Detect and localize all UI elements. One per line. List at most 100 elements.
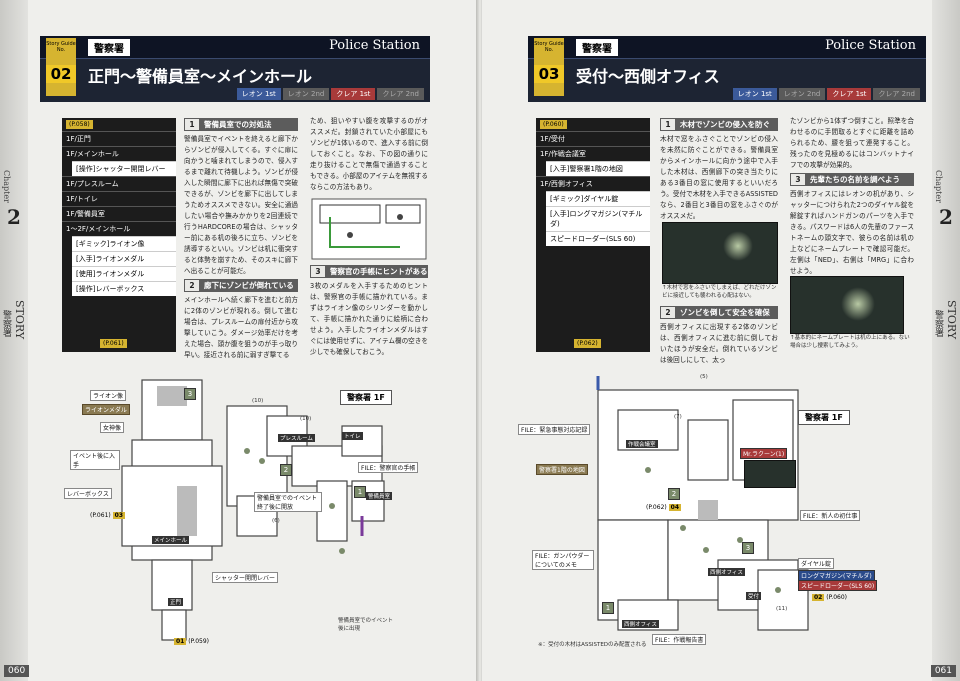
scenario-tags: レオン 1st レオン 2nd クレア 1st クレア 2nd [732,88,920,100]
map-label-item: ライオンメダル [82,404,130,415]
map-label-item: 警察署1階の地図 [536,464,588,475]
flow-substep: [入手]ロングマガジン(マチルダ) [546,206,650,231]
flow-step: 1F/西側オフィス [536,176,650,191]
flow-top-ref: (P.060) [540,120,567,129]
flow-step: 1F/警備員室 [62,206,176,221]
tag-leon-2nd: レオン 2nd [282,88,330,100]
screenshot-image [790,276,904,334]
map-drawing [596,376,809,631]
story-guide-badge: Story Guide No. 03 [534,38,564,96]
section-name: 警察署 [576,39,618,56]
map-label: レバーボックス [64,488,112,499]
map-marker-2: 2 [280,464,292,476]
room-label: 作戦会議室 [626,440,658,448]
map-marker-1: 1 [602,602,614,614]
mr-raccoon-image [744,460,796,488]
section-body: 3枚のメダルを入手するためのヒントは、警察官の手帳に描かれている。まずはライオン… [310,282,428,356]
flow-step: 1F/作戦会議室 [536,146,650,161]
map-label: FILE：緊急事態対応記録 [518,424,591,435]
tag-claire-1st: クレア 1st [331,88,376,100]
chapter-marker: Chapter 2 [934,170,953,229]
tag-leon-1st: レオン 1st [236,88,281,100]
tag-leon-2nd: レオン 2nd [778,88,826,100]
section-body: 西側オフィスにはレオンの机があり、シャッターにつけられた2つのダイヤル錠を解錠す… [790,190,914,275]
map-marker-3: 3 [184,388,196,400]
story-marker: STORY 警察署 [1,300,26,340]
scenario-tags: レオン 1st レオン 2nd クレア 1st クレア 2nd [236,88,424,100]
flow-step: 1〜2F/メインホール [62,221,176,236]
map-label: ライオン像 [90,390,127,401]
story-guide-badge: Story Guide No. 02 [46,38,76,96]
chapter-marker: Chapter 2 [2,170,21,229]
section-body: メインホールへ続く廊下を進むと前方に2体のゾンビが現れる。倒して進む場合は、プレ… [184,296,298,359]
tag-claire-1st: クレア 1st [827,88,872,100]
flow-step: 1F/プレスルーム [62,176,176,191]
map-label: FILE：ガンパウダーについてのメモ [532,550,594,570]
tag-leon-1st: レオン 1st [732,88,777,100]
tag-claire-2nd: クレア 2nd [873,88,920,100]
flow-substep: [入手]ライオンメダル [72,251,176,266]
item-count: (7) [674,414,682,420]
flow-substep: [使用]ライオンメダル [72,266,176,281]
map-marker-3: 3 [742,542,754,554]
flow-substep: [入手]警察署1階の地図 [546,161,650,176]
guide-title: 受付〜西側オフィス [576,67,720,86]
page-number: 060 [4,665,30,677]
left-page: Chapter 2 STORY 警察署 060 警察署 Police Stati… [0,0,478,681]
page-ref: 01 (P.059) [174,638,210,645]
map-label-item: Mr.ラクーン(1) [740,448,788,459]
room-label: メインホール [152,536,190,544]
map-marker-2: 2 [668,488,680,500]
room-label: トイレ [342,432,363,440]
section-body: 警備員室でイベントを終えると廊下からゾンビが侵入してくる。すぐに扉に向かうと噛ま… [184,135,298,275]
section-header: 警察署 Police Station Story Guide No. 03 受付… [528,36,926,102]
flow-substep: [操作]レバーボックス [72,281,176,296]
section-body: ため、狙いやすい腹を攻撃するのがオススメだ。封鎖されていた小部屋にもゾンビが1体… [310,117,428,191]
map-label: FILE：新人の初仕事 [800,510,861,521]
left-page-edge [0,0,28,681]
section-body: 西側オフィスに出現する2体のゾンビは、西側オフィスに進む前に倒しておいたほうが安… [660,323,778,364]
item-count: (10) [252,398,264,404]
map-drawing [121,379,385,641]
map-label: ダイヤル錠 [798,558,834,569]
section-name-en: Police Station [825,38,916,53]
flow-top-ref: (P.058) [66,120,93,129]
right-page: Chapter 2 STORY 警察署 061 警察署 Police Stati… [482,0,960,681]
flow-step: 1F/正門 [62,131,176,146]
item-count: (5) [700,374,708,380]
flow-substep: スピードローダー(SLS 60) [546,231,650,246]
section-name: 警察署 [88,39,130,56]
page-ref: (P.062) 04 [646,504,682,511]
section-body: たゾンビから1体ずつ倒すこと。照準を合わせるのに手間取るとすぐに距離を詰められる… [790,117,914,169]
flow-step: 1F/受付 [536,131,650,146]
flow-bottom-ref: (P.061) [100,339,127,348]
story-marker: STORY 警察署 [933,300,958,340]
map-footnote: ※：受付の木材はASSISTEDのみ配置される [538,642,647,648]
map-label: イベント後に入手 [70,450,120,470]
room-label: プレスルーム [278,434,315,442]
room-label: 正門 [168,598,184,606]
room-label: 西側オフィス [708,568,745,576]
page-ref: 02 (P.060) [812,594,848,601]
item-count: (10) [300,416,312,422]
route-diagram [311,198,427,260]
flow-step: 1F/メインホール [62,146,176,161]
room-label: 西側オフィス [622,620,659,628]
flow-substep: [ギミック]ダイヤル錠 [546,191,650,206]
guide-title: 正門〜警備員室〜メインホール [88,67,313,86]
right-page-edge [932,0,960,681]
room-label: 受付 [746,592,762,600]
map-label: 警備員室でのイベント終了後に開放 [254,492,322,512]
flow-substep: [ギミック]ライオン像 [72,236,176,251]
book-gutter [476,0,484,681]
section-body: 木材で窓をふさぐことでゾンビの侵入を未然に防ぐことができる。警備員室からメインホ… [660,135,778,220]
room-label: 警備員室 [366,492,393,500]
image-caption: ↑木材で窓をふさいでしまえば、どれだけゾンビに接近しても襲われる心配はない。 [662,285,777,299]
map-label: シャッター開閉レバー [212,572,279,583]
